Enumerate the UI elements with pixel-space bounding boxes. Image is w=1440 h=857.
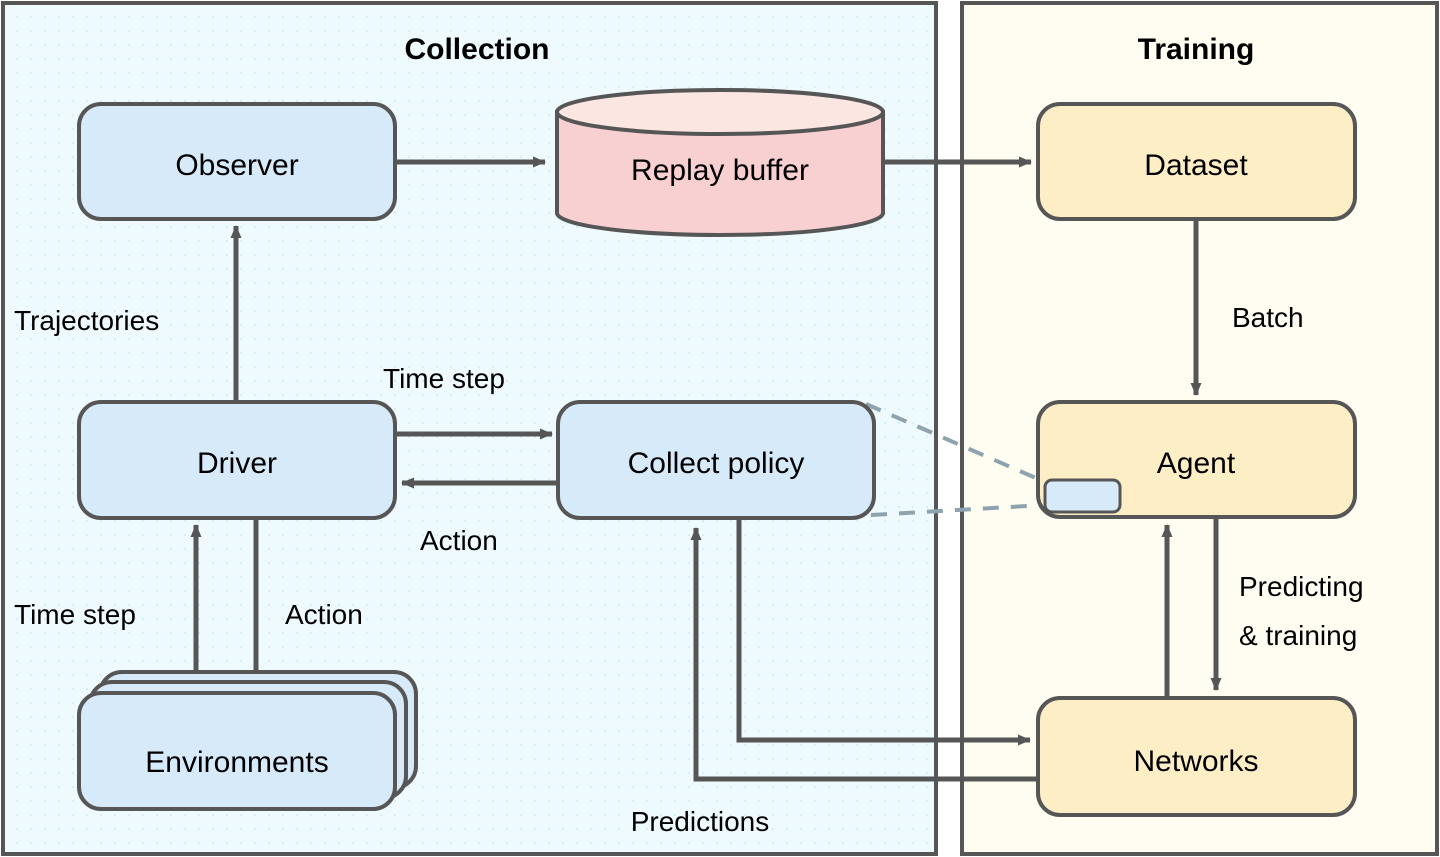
edge-dataset-to-agent: Batch: [1190, 219, 1304, 396]
edge-label-action-mid: Action: [420, 525, 498, 556]
edge-label-time-step-bottom: Time step: [14, 599, 136, 630]
node-environments-label: Environments: [145, 746, 328, 779]
node-replay-buffer[interactable]: Replay buffer: [555, 88, 885, 237]
edge-driver-to-collect-policy: Time step: [383, 363, 553, 440]
node-environments[interactable]: Environments: [77, 670, 418, 811]
node-agent-label: Agent: [1157, 447, 1236, 480]
edge-collect-policy-to-networks: [736, 515, 1031, 746]
node-networks[interactable]: Networks: [1036, 696, 1357, 817]
node-collect-policy[interactable]: Collect policy: [556, 400, 876, 520]
edge-networks-to-collect-policy: Predictions: [631, 527, 1038, 837]
edge-collect-policy-agent-association: [865, 402, 1046, 517]
node-driver[interactable]: Driver: [77, 400, 397, 520]
node-replay-buffer-label: Replay buffer: [631, 154, 809, 187]
edge-label-trajectories: Trajectories: [14, 305, 159, 336]
training-panel-title: Training: [1138, 33, 1255, 66]
node-agent[interactable]: Agent: [1036, 400, 1357, 519]
edge-label-predicting-line2: & training: [1239, 620, 1357, 651]
edge-agent-to-networks: Predicting & training: [1210, 515, 1364, 691]
node-driver-label: Driver: [197, 447, 277, 480]
node-networks-label: Networks: [1133, 745, 1258, 778]
node-observer-label: Observer: [175, 149, 298, 182]
edge-label-predicting-line1: Predicting: [1239, 571, 1364, 602]
edge-label-batch: Batch: [1232, 302, 1304, 333]
collection-panel-title: Collection: [404, 33, 549, 66]
edge-label-action-bottom: Action: [285, 599, 363, 630]
edge-collect-policy-to-driver: Action: [401, 477, 557, 556]
edge-label-time-step-top: Time step: [383, 363, 505, 394]
edge-driver-to-observer: Trajectories: [14, 225, 242, 404]
node-collect-policy-label: Collect policy: [628, 447, 805, 480]
node-agent-inner-policy[interactable]: [1043, 478, 1122, 514]
node-dataset-label: Dataset: [1144, 149, 1248, 182]
node-observer[interactable]: Observer: [77, 102, 397, 221]
edge-label-predictions: Predictions: [631, 806, 770, 837]
edge-driver-to-environments: Action: [250, 518, 363, 691]
node-dataset[interactable]: Dataset: [1036, 102, 1357, 221]
